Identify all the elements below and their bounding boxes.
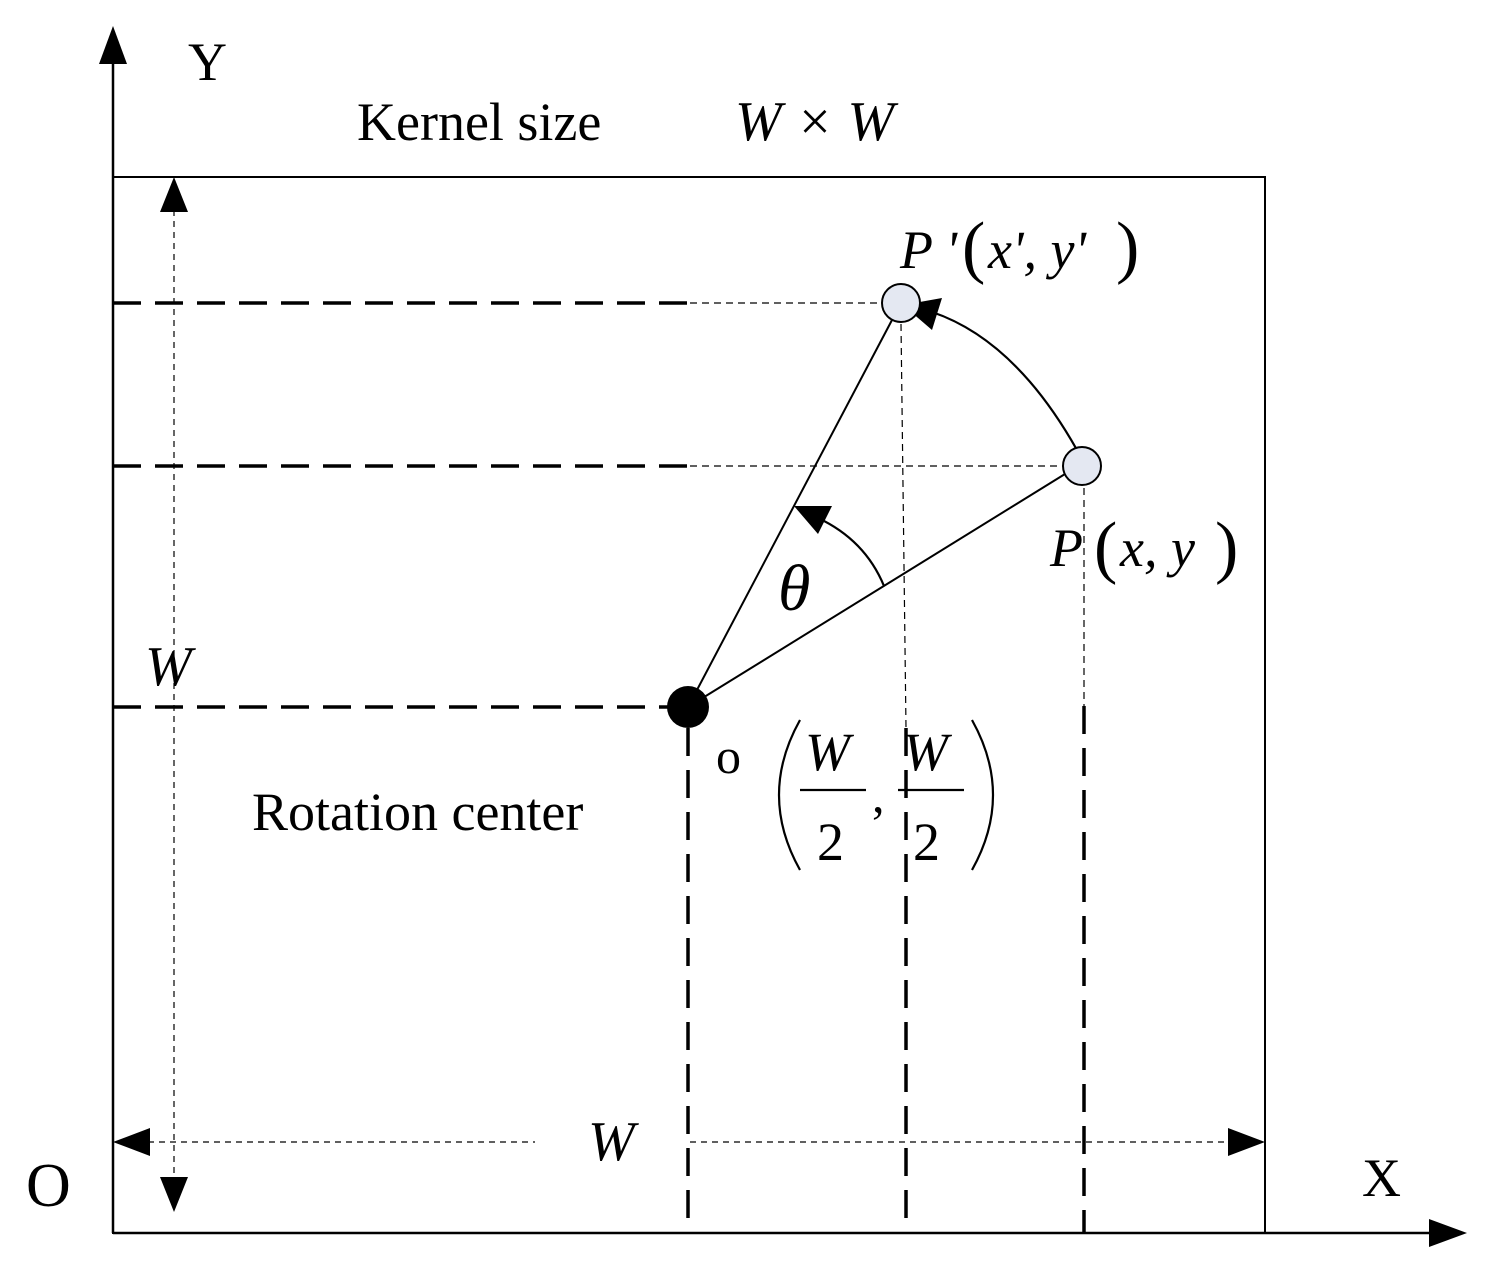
kernel-size-formula: W × W bbox=[735, 91, 898, 153]
width-dimension-arrow-right bbox=[1228, 1128, 1265, 1156]
paren-close-p: ) bbox=[1215, 509, 1238, 586]
frac-numerator-1: W bbox=[805, 722, 855, 782]
y-axis-label: Y bbox=[188, 32, 227, 92]
point-p-prime bbox=[881, 283, 921, 323]
vector-o-to-p-prime bbox=[687, 319, 893, 708]
width-horizontal-label: W bbox=[588, 1111, 639, 1173]
frac-paren-right bbox=[971, 719, 994, 871]
theta-arc-arrow bbox=[794, 506, 832, 534]
frac-denominator-1: 2 bbox=[817, 812, 844, 872]
point-p-prime-label: P ' bbox=[899, 220, 959, 280]
kernel-size-text: Kernel size bbox=[357, 92, 601, 152]
rotation-center-label: Rotation center bbox=[252, 782, 583, 842]
rotation-arc bbox=[931, 310, 1078, 451]
frac-comma: , bbox=[872, 767, 885, 823]
vector-o-to-p bbox=[687, 473, 1066, 708]
center-label: o bbox=[716, 728, 741, 784]
point-p-label: P bbox=[1049, 518, 1083, 578]
frac-paren-left bbox=[778, 719, 801, 871]
x-axis-label: X bbox=[1362, 1148, 1401, 1208]
point-p-coords: x, y bbox=[1119, 518, 1195, 578]
rotation-center-point bbox=[667, 686, 709, 728]
theta-arc bbox=[817, 517, 886, 587]
width-vertical-label: W bbox=[145, 636, 196, 698]
width-dimension-arrow-top bbox=[160, 177, 188, 212]
theta-label: θ bbox=[778, 552, 810, 625]
frac-numerator-2: W bbox=[903, 722, 953, 782]
origin-label: O bbox=[26, 1152, 71, 1220]
point-p bbox=[1062, 446, 1102, 486]
thin-projection-lines bbox=[690, 302, 1085, 729]
thick-projection-lines bbox=[113, 301, 1086, 1233]
paren-open-p-prime: ( bbox=[962, 209, 985, 286]
width-dimension-arrow-left bbox=[113, 1128, 150, 1156]
x-axis-arrow bbox=[1429, 1219, 1467, 1247]
y-axis-arrow bbox=[99, 26, 127, 64]
paren-open-p: ( bbox=[1094, 509, 1117, 586]
width-dimension-arrow-bottom bbox=[160, 1177, 188, 1212]
point-p-prime-coords: x', y' bbox=[987, 220, 1087, 280]
frac-denominator-2: 2 bbox=[913, 812, 940, 872]
paren-close-p-prime: ) bbox=[1116, 209, 1139, 286]
